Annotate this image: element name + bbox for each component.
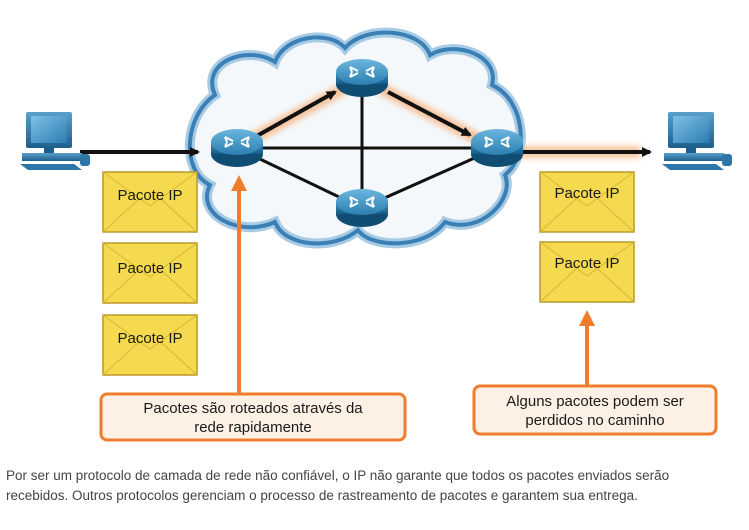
packet-label: Pacote IP: [117, 260, 182, 277]
callout-right: Alguns pacotes podem ser perdidos no cam…: [472, 384, 718, 436]
packet-envelope: Pacote IP: [539, 241, 635, 303]
router-icon: [471, 129, 523, 167]
callout-right-line2: perdidos no caminho: [525, 412, 664, 429]
envelope-icon: [102, 242, 198, 304]
path-arrow-left-top: [254, 90, 337, 139]
packet-label: Pacote IP: [117, 187, 182, 204]
callout-left-line2: rede rapidamente: [194, 419, 312, 436]
packet-path: [80, 90, 652, 157]
packet-envelope: Pacote IP: [102, 314, 198, 376]
router-icon: [336, 189, 388, 227]
packet-label: Pacote IP: [117, 330, 182, 347]
callout-left-line1: Pacotes são roteados através da: [143, 400, 363, 417]
packet-label: Pacote IP: [554, 185, 619, 202]
envelope-icon: [102, 171, 198, 233]
router-icon: [211, 129, 263, 167]
envelope-icon: [539, 241, 635, 303]
packet-envelope: Pacote IP: [102, 242, 198, 304]
packet-envelope: Pacote IP: [102, 171, 198, 233]
path-arrow-top-right: [387, 90, 472, 137]
caption-line1: Por ser um protocolo de camada de rede n…: [6, 468, 670, 483]
caption: Por ser um protocolo de camada de rede n…: [6, 466, 744, 506]
packet-envelope: Pacote IP: [539, 171, 635, 233]
packet-label: Pacote IP: [554, 255, 619, 272]
caption-line2: recebidos. Outros protocolos gerenciam o…: [6, 488, 638, 503]
network-cloud: [185, 27, 526, 249]
callout-right-line1: Alguns pacotes podem ser: [506, 393, 684, 410]
callout-left: Pacotes são roteados através da rede rap…: [99, 392, 407, 442]
network-diagram: Pacote IP Pacote IP Pacote IP Pacote IP …: [20, 27, 732, 442]
envelope-icon: [539, 171, 635, 233]
envelope-icon: [102, 314, 198, 376]
desktop-computer-icon: [662, 112, 732, 170]
desktop-computer-icon: [20, 112, 90, 170]
router-icon: [336, 59, 388, 97]
